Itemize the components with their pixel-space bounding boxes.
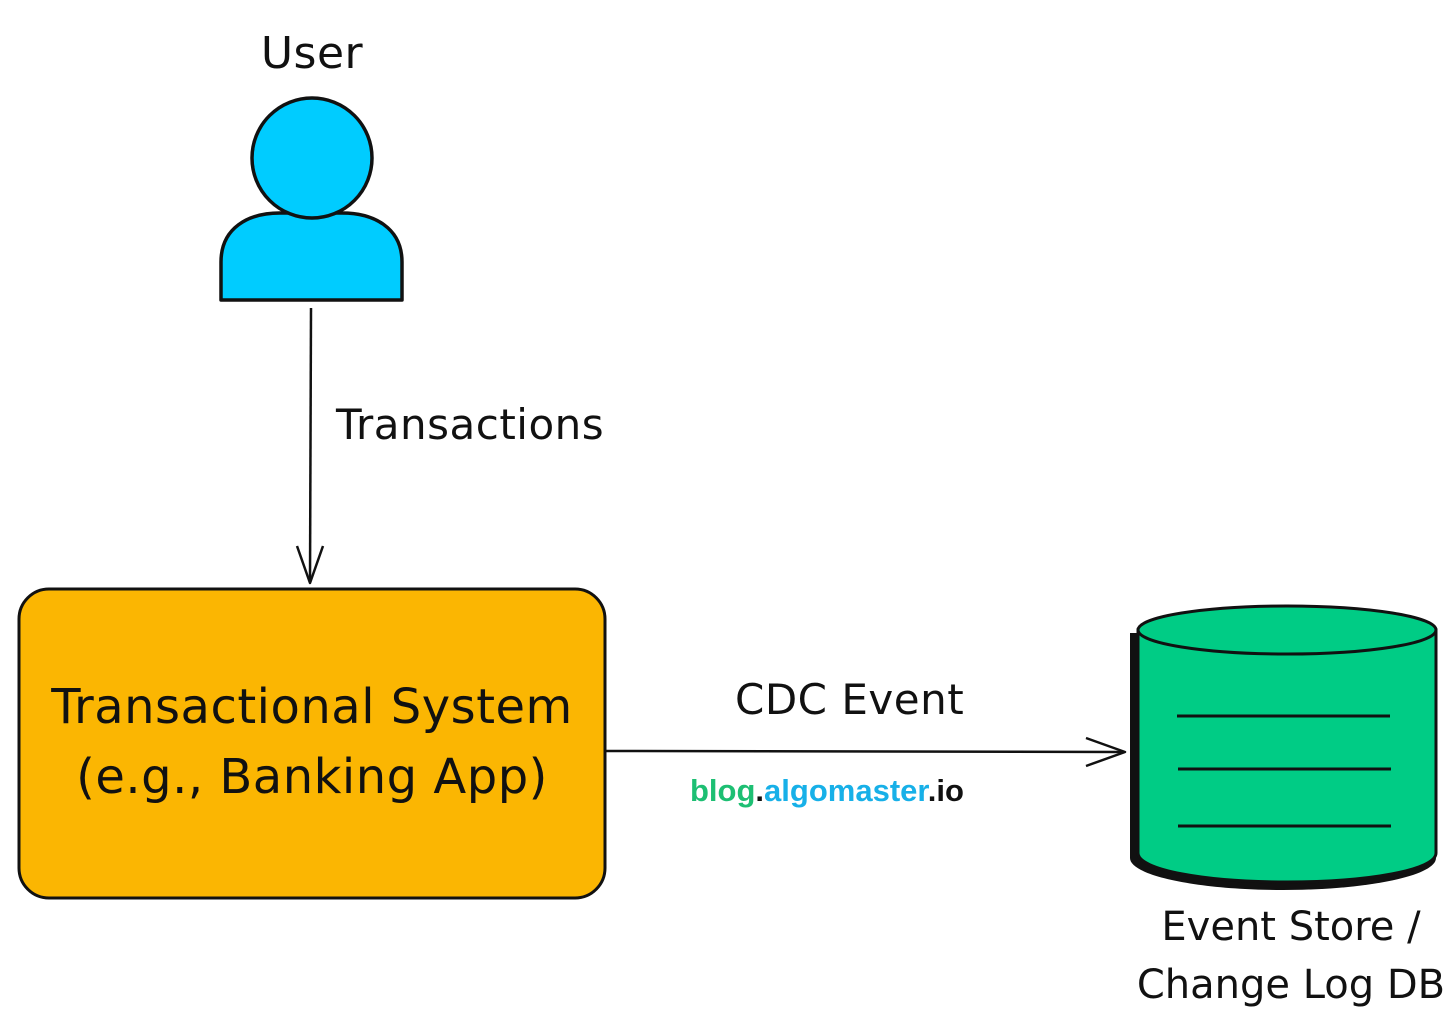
database-icon (1130, 604, 1438, 890)
transactional-system-box (17, 587, 607, 900)
person-icon (219, 96, 404, 302)
watermark: blog.algomaster.io (690, 773, 964, 809)
transactional-system-example: (e.g., Banking App) (76, 749, 548, 805)
watermark-algomaster: algomaster (764, 773, 928, 808)
event-store-line1: Event Store / (1161, 904, 1421, 950)
person-body (219, 211, 404, 302)
transactional-system-label: Transactional System (e.g., Banking App) (20, 590, 604, 896)
watermark-dot: . (755, 773, 765, 808)
person-head (250, 96, 374, 220)
cdc-event-arrow (604, 736, 1127, 768)
watermark-blog: blog (690, 773, 756, 808)
watermark-io: io (936, 773, 964, 808)
watermark-dot: . (927, 773, 937, 808)
transactional-system-title: Transactional System (51, 679, 573, 736)
transactions-edge-label: Transactions (336, 400, 605, 449)
transactions-arrow (295, 307, 325, 585)
cdc-event-edge-label: CDC Event (735, 675, 965, 724)
user-label: User (260, 28, 364, 79)
event-store-label: Event Store / Change Log DB (1136, 898, 1446, 1014)
event-store-line2: Change Log DB (1136, 962, 1446, 1008)
